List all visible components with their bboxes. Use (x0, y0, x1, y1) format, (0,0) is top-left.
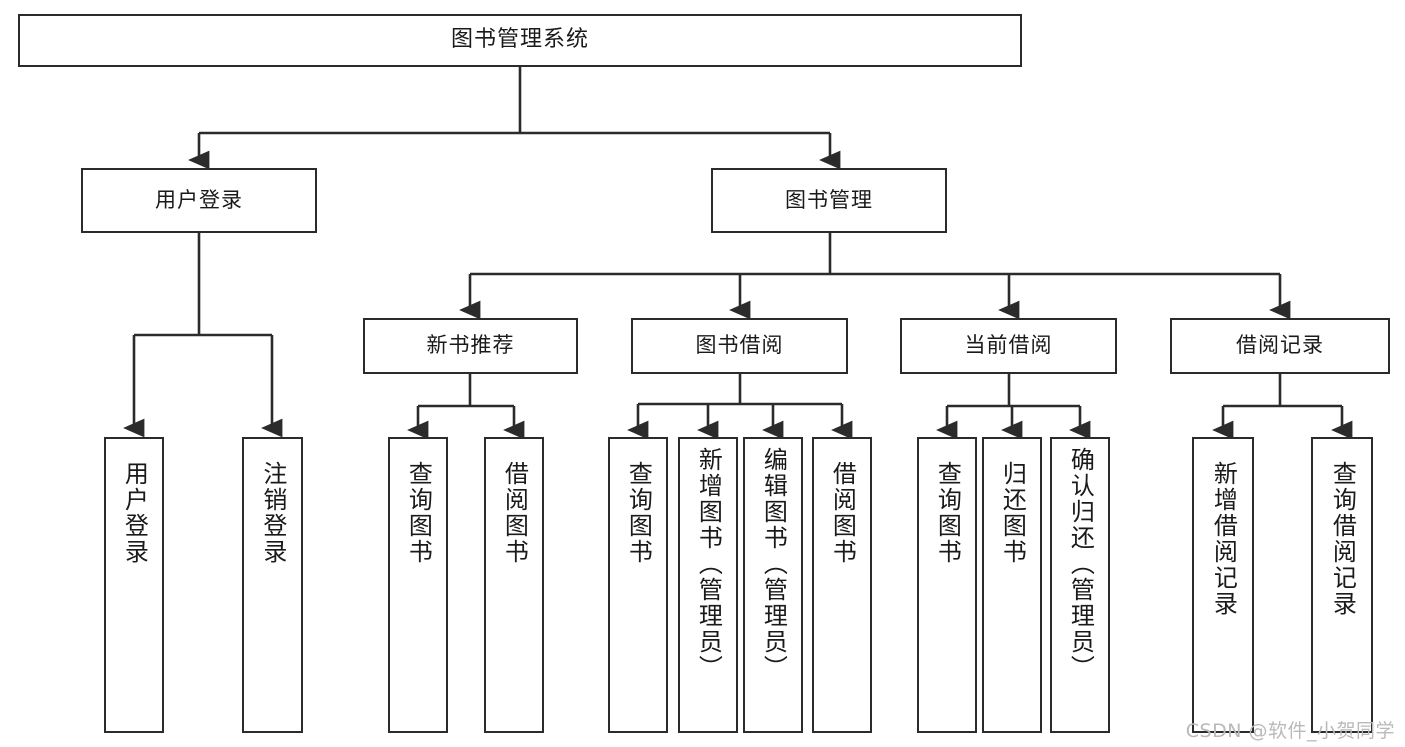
node-current-borrow[interactable]: 当前借阅 (900, 318, 1117, 374)
node-borrow-record[interactable]: 借阅记录 (1170, 318, 1390, 374)
leaf-current-query-book[interactable]: 查询图书 (917, 437, 977, 733)
leaf-record-query-record[interactable]: 查询借阅记录 (1311, 437, 1373, 733)
leaf-user-login-logout[interactable]: 注销登录 (242, 437, 303, 733)
node-label: 新增借阅记录 (1209, 461, 1238, 617)
node-label: 确认归还（管理员） (1066, 447, 1095, 681)
node-book-management[interactable]: 图书管理 (711, 168, 947, 233)
node-label: 注销登录 (258, 461, 287, 565)
leaf-borrow-borrow-book[interactable]: 借阅图书 (812, 437, 872, 733)
node-label: 当前借阅 (964, 333, 1053, 358)
node-root-system[interactable]: 图书管理系统 (18, 14, 1022, 67)
node-label: 用户登录 (120, 461, 149, 565)
node-label: 借阅记录 (1236, 333, 1324, 358)
leaf-record-add-record[interactable]: 新增借阅记录 (1192, 437, 1254, 733)
leaf-borrow-edit-book-admin[interactable]: 编辑图书（管理员） (743, 437, 803, 733)
node-label: 图书管理系统 (450, 27, 589, 53)
node-new-book-recommend[interactable]: 新书推荐 (363, 318, 578, 374)
leaf-user-login-login[interactable]: 用户登录 (104, 437, 164, 733)
leaf-borrow-query-book[interactable]: 查询图书 (608, 437, 668, 733)
node-label: 查询图书 (624, 461, 653, 565)
leaf-recommend-borrow-book[interactable]: 借阅图书 (484, 437, 544, 733)
node-label: 查询借阅记录 (1328, 461, 1357, 617)
node-label: 用户登录 (155, 187, 243, 212)
node-book-borrow[interactable]: 图书借阅 (631, 318, 848, 374)
node-user-login[interactable]: 用户登录 (81, 168, 317, 233)
node-label: 新书推荐 (426, 333, 515, 358)
leaf-recommend-query-book[interactable]: 查询图书 (388, 437, 448, 733)
node-label: 归还图书 (998, 461, 1027, 565)
node-label: 新增图书（管理员） (694, 447, 723, 681)
node-label: 编辑图书（管理员） (759, 447, 788, 681)
node-label: 借阅图书 (500, 461, 529, 565)
leaf-current-return-book[interactable]: 归还图书 (982, 437, 1042, 733)
node-label: 图书管理 (785, 187, 873, 212)
node-label: 图书借阅 (695, 333, 784, 358)
leaf-borrow-add-book-admin[interactable]: 新增图书（管理员） (678, 437, 738, 733)
csdn-watermark: CSDN @软件_小贺同学 (1185, 720, 1395, 742)
node-label: 借阅图书 (828, 461, 857, 565)
node-label: 查询图书 (933, 461, 962, 565)
leaf-current-confirm-return-admin[interactable]: 确认归还（管理员） (1050, 437, 1110, 733)
node-label: 查询图书 (404, 461, 433, 565)
